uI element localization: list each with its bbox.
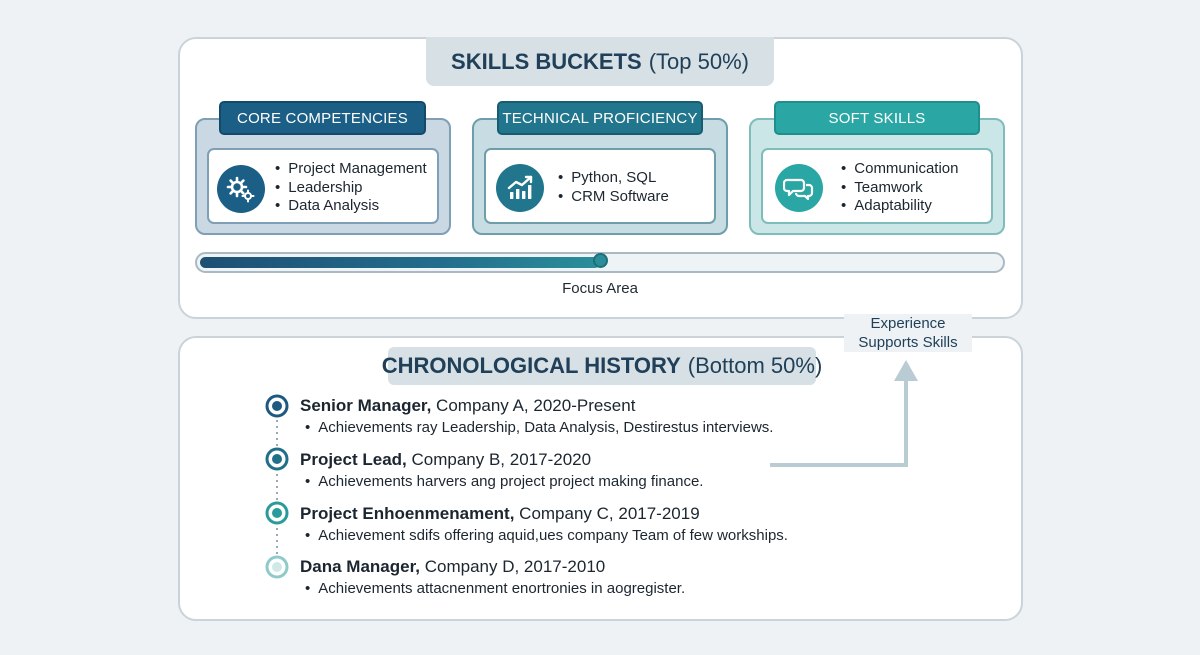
timeline-node-core (272, 562, 282, 572)
skill-item: CRM Software (558, 188, 669, 207)
supports-arrow-line (770, 378, 908, 467)
gears-icon (217, 165, 265, 213)
timeline-node-core (272, 401, 282, 411)
timeline-node-core (272, 508, 282, 518)
supports-arrow-head (894, 360, 918, 381)
skill-item: Teamwork (841, 179, 958, 198)
history-title-bold: CHRONOLOGICAL HISTORY (381, 353, 681, 378)
job-title: Project Lead, Company B, 2017-2020 (300, 450, 1000, 470)
focus-area-fill (200, 257, 600, 268)
skills-section-title: SKILLS BUCKETS (Top 50%) (426, 37, 774, 86)
bucket-heading-technical: TECHNICAL PROFICIENCY (497, 101, 703, 135)
bucket-technical-card: Python, SQL CRM Software (484, 148, 716, 224)
timeline-node-core (272, 454, 282, 464)
focus-area-marker (593, 253, 608, 268)
skill-item: Leadership (275, 179, 427, 198)
job-role: Project Lead, (300, 450, 407, 469)
soft-skill-list: Communication Teamwork Adaptability (841, 160, 958, 216)
focus-area-bar (195, 252, 1005, 273)
skill-item: Adaptability (841, 197, 958, 216)
chart-growth-icon (496, 164, 544, 212)
bucket-technical-proficiency: Python, SQL CRM Software (472, 118, 728, 235)
skill-item: Project Management (275, 160, 426, 179)
job-title: Dana Manager, Company D, 2017-2010 (300, 557, 1000, 577)
job-entry: Dana Manager, Company D, 2017-2010 Achie… (300, 557, 1000, 597)
bucket-core-card: Project Management Leadership Data Analy… (207, 148, 439, 224)
job-entry: Senior Manager, Company A, 2020-Present … (300, 396, 1000, 436)
bucket-core-competencies: Project Management Leadership Data Analy… (195, 118, 451, 235)
history-section-title: CHRONOLOGICAL HISTORY (Bottom 50%) (382, 347, 822, 385)
focus-area-label: Focus Area (562, 280, 638, 297)
job-title: Senior Manager, Company A, 2020-Present (300, 396, 1000, 416)
job-company-dates: Company B, 2017-2020 (406, 450, 592, 469)
skills-title-qualifier: (Top 50%) (648, 48, 749, 74)
job-title: Project Enhoenmenament, Company C, 2017-… (300, 504, 1000, 524)
job-entry: Project Lead, Company B, 2017-2020 Achie… (300, 450, 1000, 490)
job-role: Senior Manager, (300, 396, 432, 415)
experience-supports-skills-note: Experience Supports Skills (844, 314, 972, 352)
skill-item: Python, SQL (558, 169, 669, 188)
job-company-dates: Company A, 2020-Present (431, 396, 636, 415)
job-achievement: Achievements ray Leadership, Data Analys… (300, 419, 1000, 436)
technical-skill-list: Python, SQL CRM Software (558, 169, 669, 206)
bucket-heading-soft: SOFT SKILLS (774, 101, 980, 135)
job-achievement: Achievement sdifs offering aquid,ues com… (300, 527, 1000, 544)
job-achievement: Achievements attacnenment enortronies in… (300, 580, 1000, 597)
job-company-dates: Company C, 2017-2019 (514, 504, 700, 523)
skill-item: Communication (841, 160, 958, 179)
job-entry: Project Enhoenmenament, Company C, 2017-… (300, 504, 1000, 544)
history-title-qualifier: (Bottom 50%) (687, 353, 823, 378)
job-role: Project Enhoenmenament, (300, 504, 515, 523)
job-achievement: Achievements harvers ang project project… (300, 473, 1000, 490)
bucket-heading-core: CORE COMPETENCIES (219, 101, 426, 135)
skill-item: Data Analysis (275, 197, 427, 216)
skills-title-bold: SKILLS BUCKETS (451, 48, 642, 74)
core-skill-list: Project Management Leadership Data Analy… (275, 160, 427, 216)
job-role: Dana Manager, (300, 557, 420, 576)
bucket-soft-card: Communication Teamwork Adaptability (761, 148, 993, 224)
job-company-dates: Company D, 2017-2010 (420, 557, 606, 576)
chat-bubbles-icon (775, 164, 823, 212)
